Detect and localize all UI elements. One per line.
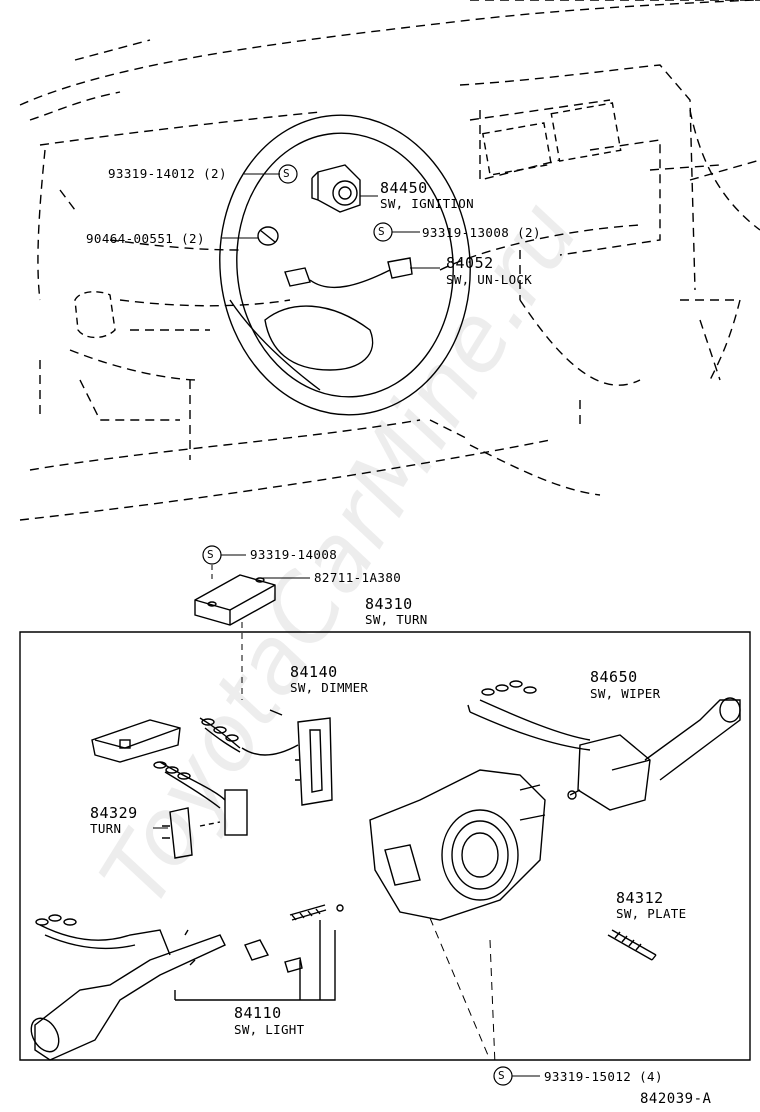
- bracket-82711-drawing: [194, 565, 276, 700]
- dash-contours: [470, 0, 760, 231]
- s-mark-2: S: [378, 225, 386, 238]
- assembly-frame: [19, 631, 751, 1061]
- part-84110-number: 84110: [234, 1004, 282, 1022]
- ignition-switch-drawing: [311, 164, 361, 213]
- light-switch-drawing: [30, 914, 336, 1061]
- part-84052-number: 84052: [446, 254, 494, 272]
- part-84312-name: SW, PLATE: [616, 906, 687, 921]
- part-84329-number: 84329: [90, 804, 138, 822]
- part-84450-number: 84450: [380, 179, 428, 197]
- part-84650-number: 84650: [590, 668, 638, 686]
- callout-90464-00551: 90464-00551 (2): [86, 231, 205, 246]
- callout-93319-14012: 93319-14012 (2): [108, 166, 227, 181]
- turn-relay-drawing: [162, 807, 221, 859]
- small-hardware-drawing: [244, 904, 344, 973]
- screw-90464-drawing: [257, 226, 279, 246]
- part-84650-name: SW, WIPER: [590, 686, 661, 701]
- part-84329-name: TURN: [90, 821, 122, 836]
- callout-82711-1A380: 82711-1A380: [314, 570, 402, 585]
- dashboard-outline: [19, 0, 756, 521]
- upper-leaders: [222, 173, 440, 269]
- plate-switch-drawing: [607, 929, 657, 961]
- diagram-id: 842039-A: [640, 1091, 712, 1107]
- part-84140-number: 84140: [290, 663, 338, 681]
- combination-switch-body-drawing: [369, 769, 546, 1066]
- callout-93319-15012: 93319-15012 (4): [544, 1069, 663, 1084]
- part-84140-name: SW, DIMMER: [290, 680, 369, 695]
- s-mark-3: S: [207, 548, 215, 561]
- s-mark-1: S: [283, 167, 291, 180]
- unlock-switch-drawing: [284, 257, 413, 288]
- part-84310-number: 84310: [365, 595, 413, 613]
- lower-leaders: [153, 554, 540, 1077]
- callout-93319-14008: 93319-14008: [250, 547, 338, 562]
- part-84312-number: 84312: [616, 889, 664, 907]
- part-84450-name: SW, IGNITION: [380, 196, 474, 211]
- connector-harness-drawing: [91, 709, 283, 836]
- part-84110-name: SW, LIGHT: [234, 1022, 305, 1037]
- part-84052-name: SW, UN-LOCK: [446, 272, 533, 287]
- callout-93319-13008: 93319-13008 (2): [422, 225, 541, 240]
- wiper-switch-drawing: [467, 680, 741, 811]
- s-mark-4: S: [498, 1069, 506, 1082]
- part-84310-name: SW, TURN: [365, 612, 428, 627]
- steering-wheel: [219, 114, 471, 416]
- dimmer-switch-drawing: [241, 717, 333, 806]
